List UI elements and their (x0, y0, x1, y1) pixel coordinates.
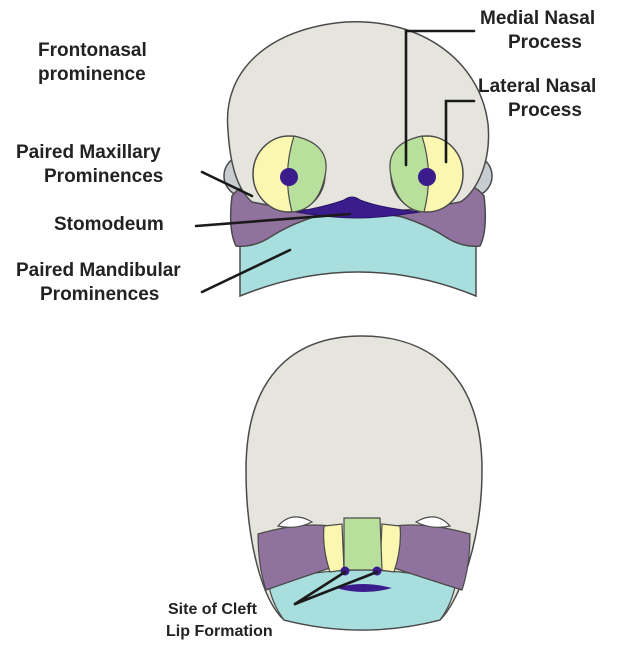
maxillary-label-line2: Prominences (44, 166, 163, 187)
medial-nasal-label-line1: Medial Nasal (480, 8, 595, 29)
mandibular-label-line1: Paired Mandibular (16, 260, 181, 281)
left-nasal-pit (280, 168, 298, 186)
frontonasal-label-line1: Frontonasal (38, 40, 147, 61)
lateral-nasal-label-line1: Lateral Nasal (478, 76, 596, 97)
bottom-medial-nasal (344, 518, 382, 570)
lateral-nasal-label-line2: Process (508, 100, 582, 121)
mandibular-label-line2: Prominences (40, 284, 159, 305)
cleft-label-line2: Lip Formation (166, 623, 273, 640)
medial-nasal-label-line2: Process (508, 32, 582, 53)
bottom-embryo-face (246, 336, 482, 630)
left-nasal-placode (253, 136, 326, 212)
stomodeum-label: Stomodeum (54, 214, 164, 235)
right-nasal-placode (390, 136, 463, 212)
frontonasal-label-line2: prominence (38, 64, 146, 85)
top-embryo-face (224, 22, 492, 296)
cleft-label-line1: Site of Cleft (168, 601, 258, 618)
maxillary-label-line1: Paired Maxillary (16, 142, 161, 163)
right-nasal-pit (418, 168, 436, 186)
